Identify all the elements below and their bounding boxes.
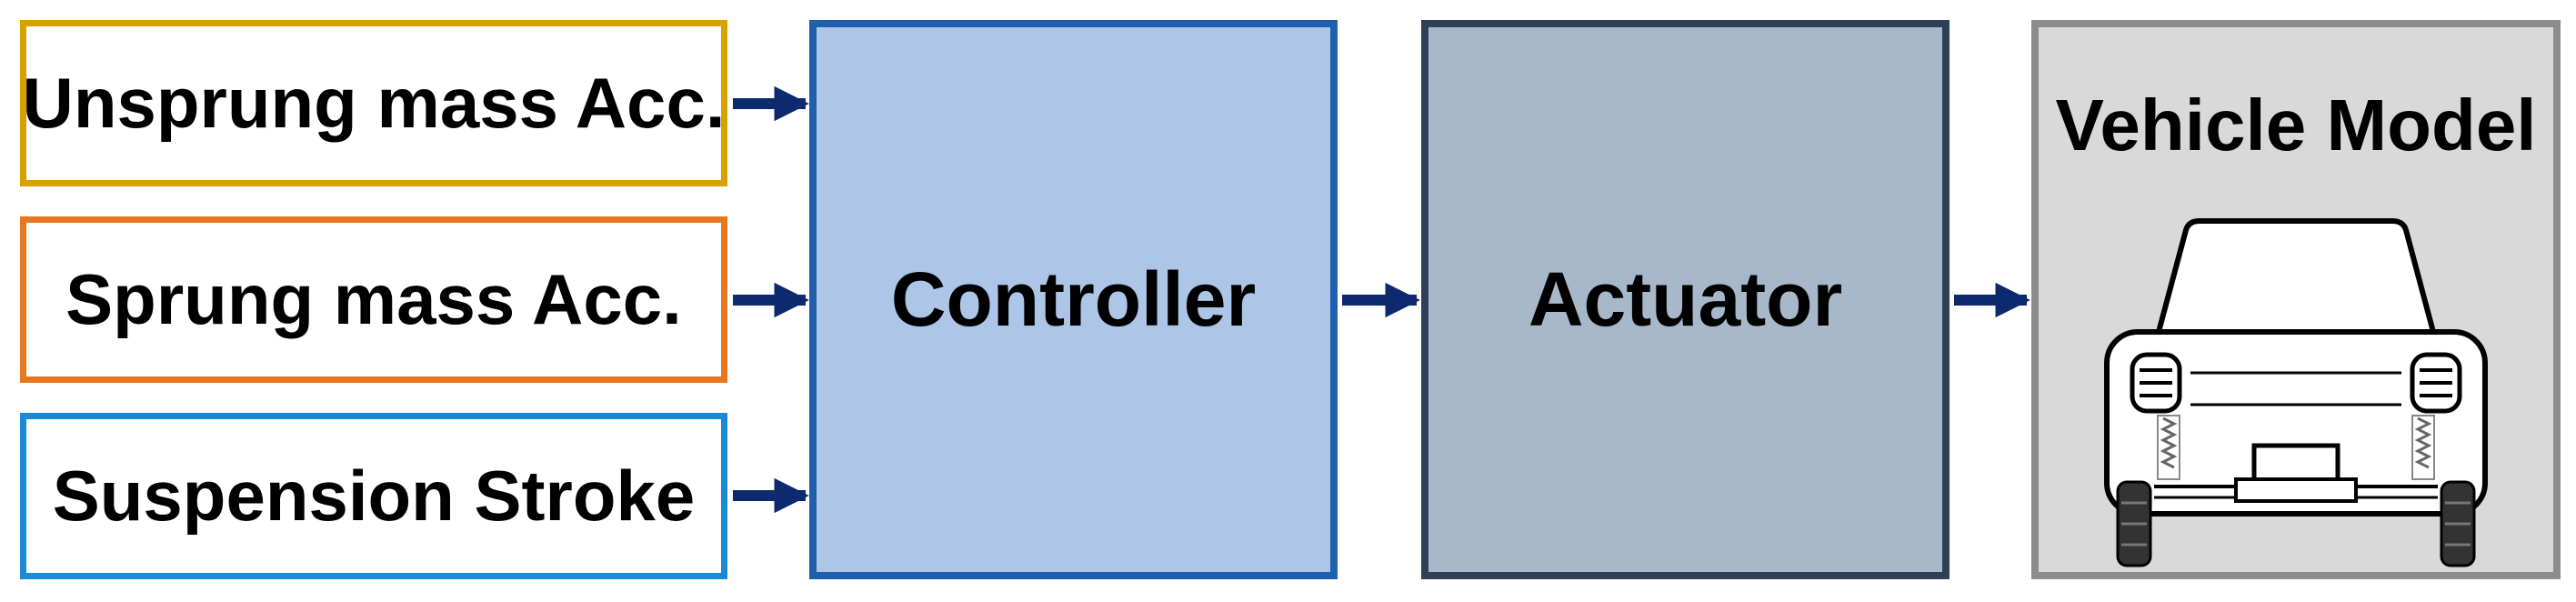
input-suspension-stroke-label: Suspension Stroke (52, 456, 696, 536)
actuator-block: Actuator (1421, 20, 1950, 579)
controller-block: Controller (809, 20, 1338, 579)
input-suspension-stroke: Suspension Stroke (20, 413, 727, 579)
input-unsprung-mass-acc: Unsprung mass Acc. (20, 20, 727, 186)
input-sprung-mass-acc: Sprung mass Acc. (20, 216, 727, 383)
input-unsprung-mass-acc-label: Unsprung mass Acc. (22, 63, 726, 143)
vehicle-model-label: Vehicle Model (2055, 85, 2537, 166)
input-sprung-mass-acc-label: Sprung mass Acc. (65, 259, 682, 339)
controller-label: Controller (890, 256, 1257, 342)
car-front-icon (2104, 218, 2488, 567)
actuator-label: Actuator (1528, 256, 1843, 342)
vehicle-model-block: Vehicle Model (2031, 20, 2561, 579)
